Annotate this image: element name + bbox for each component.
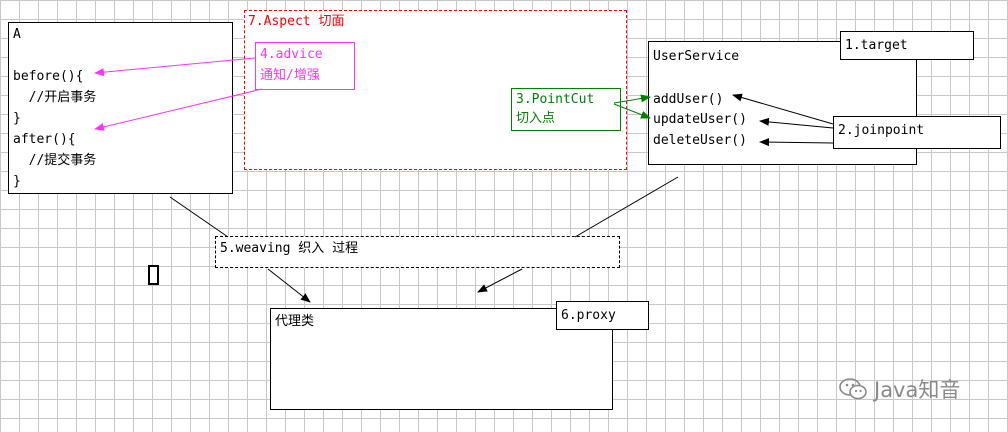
advice-label-cn: 通知/增强 xyxy=(260,68,320,83)
advice-box: 4.advice 通知/增强 xyxy=(255,42,355,90)
advice-label: 4.advice xyxy=(260,47,323,62)
joinpoint-box: 2.joinpoint xyxy=(833,116,1001,149)
before-method: before(){ xyxy=(13,69,84,84)
proxy-label: 6.proxy xyxy=(561,308,616,323)
target-box: 1.target xyxy=(840,31,974,60)
pointcut-to-adduser-arrow xyxy=(613,94,651,104)
weaving-label: 5.weaving 织入 过程 xyxy=(220,241,359,256)
aspect-label: 7.Aspect 切面 xyxy=(248,14,345,29)
user-service-title: UserService xyxy=(653,49,740,64)
add-user-method: addUser() xyxy=(653,92,724,107)
joinpoint-to-adduser-arrow xyxy=(732,93,834,125)
advice-to-before-arrow xyxy=(94,57,256,77)
before-close: } xyxy=(13,111,21,126)
target-label: 1.target xyxy=(845,38,908,53)
pointcut-label-cn: 切入点 xyxy=(516,111,556,126)
update-user-method: updateUser() xyxy=(653,112,747,127)
wechat-icon xyxy=(839,378,867,400)
advice-to-after-arrow xyxy=(94,88,263,131)
weaving-to-proxy-arrow-right xyxy=(477,268,523,293)
watermark-text: Java知音 xyxy=(874,378,961,402)
delete-user-method: deleteUser() xyxy=(653,133,747,148)
text-cursor-icon xyxy=(148,265,159,285)
before-comment: //开启事务 xyxy=(13,90,97,105)
joinpoint-label: 2.joinpoint xyxy=(838,123,925,138)
joinpoint-to-updateuser-arrow xyxy=(759,117,834,129)
weaving-to-proxy-arrow-left xyxy=(267,268,311,303)
pointcut-label: 3.PointCut xyxy=(516,92,595,107)
pointcut-box: 3.PointCut 切入点 xyxy=(511,88,621,131)
after-comment: //提交事务 xyxy=(13,153,97,168)
joinpoint-to-deleteuser-arrow xyxy=(759,138,834,147)
after-method: after(){ xyxy=(13,132,76,147)
userservice-to-weaving-line xyxy=(574,176,679,238)
proxy-class-box: 代理类 xyxy=(270,308,613,410)
class-a-to-weaving-line xyxy=(169,196,229,238)
watermark: Java知音 xyxy=(838,374,960,404)
weaving-box: 5.weaving 织入 过程 xyxy=(215,236,620,268)
after-close: } xyxy=(13,174,21,189)
class-a-title: A xyxy=(13,27,21,42)
pointcut-to-updateuser-arrow xyxy=(613,103,651,119)
proxy-box: 6.proxy xyxy=(556,301,649,330)
proxy-class-label: 代理类 xyxy=(275,314,315,329)
class-a-box: A before(){ //开启事务 } after(){ //提交事务 } xyxy=(8,22,233,194)
